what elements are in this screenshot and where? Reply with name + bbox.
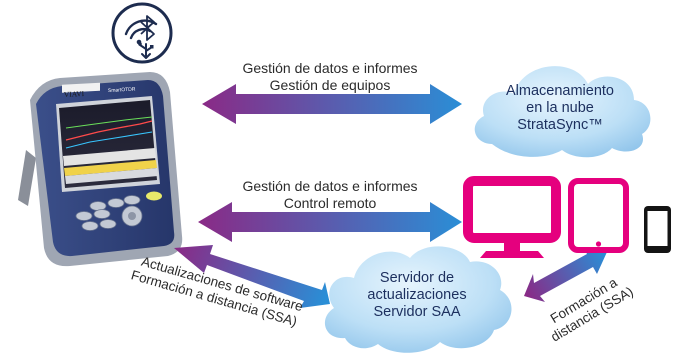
otdr-device-image: [18, 72, 183, 267]
smartphone-icon: [644, 206, 671, 253]
device-brand: VIAVI: [64, 89, 85, 99]
devices-arrow-line2: Control remoto: [283, 195, 377, 211]
cloud-arrow-line2: Gestión de equipos: [269, 77, 391, 93]
cloud-server: [324, 246, 512, 353]
arrow-server: [174, 245, 330, 308]
cloud-storage-line3: StrataSync™: [517, 117, 603, 133]
cloud-server-label: Servidor de actualizaciones Servidor SAA: [350, 270, 484, 321]
cloud-storage-line2: en la nube: [526, 100, 594, 116]
cloud-arrow-line1: Gestión de datos e informes: [242, 60, 418, 76]
cloud-arrow-label: Gestión de datos e informes Gestión de e…: [230, 60, 430, 94]
arrow-cloud: [202, 84, 462, 124]
cloud-storage-line1: Almacenamiento: [506, 83, 614, 99]
wifi-bluetooth-usb-icon: [111, 2, 173, 64]
device-model: SmartOTDR: [108, 87, 136, 94]
tablet-icon: [568, 178, 629, 253]
devices-arrow-label: Gestión de datos e informes Control remo…: [230, 178, 430, 212]
cloud-server-line2: actualizaciones: [367, 287, 467, 303]
cloud-server-line3: Servidor SAA: [373, 304, 461, 320]
cloud-storage-label: Almacenamiento en la nube StrataSync™: [500, 83, 620, 134]
monitor-icon: [463, 176, 561, 258]
cloud-server-line1: Servidor de: [379, 270, 455, 286]
cloud-storage: [474, 66, 651, 158]
arrow-devices: [198, 202, 462, 242]
arrow-mobile: [524, 247, 607, 302]
devices-arrow-line1: Gestión de datos e informes: [242, 178, 418, 194]
